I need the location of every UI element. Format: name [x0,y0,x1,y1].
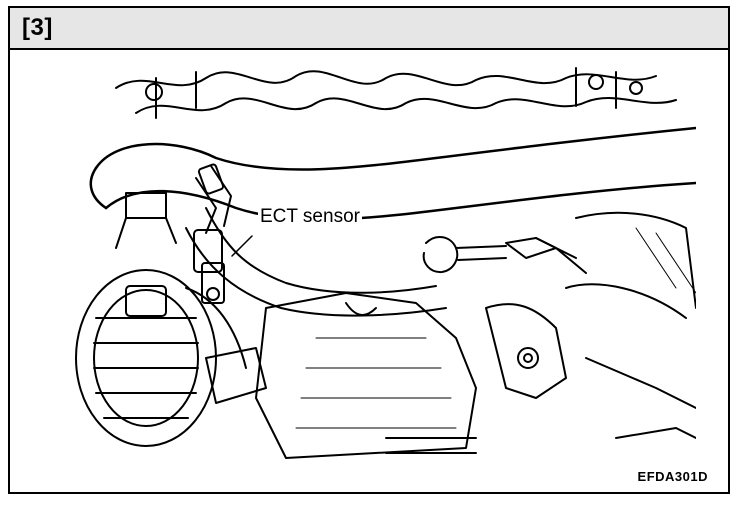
step-number-label: [3] [22,14,53,41]
ect-sensor-callout-label: ECT sensor [258,206,362,228]
figure-header: [3] [10,8,728,50]
figure-reference-code: EFDA301D [637,469,708,484]
figure-frame: [3] [8,6,730,494]
engine-bay-illustration [56,58,696,468]
engine-line-drawing [75,67,696,459]
